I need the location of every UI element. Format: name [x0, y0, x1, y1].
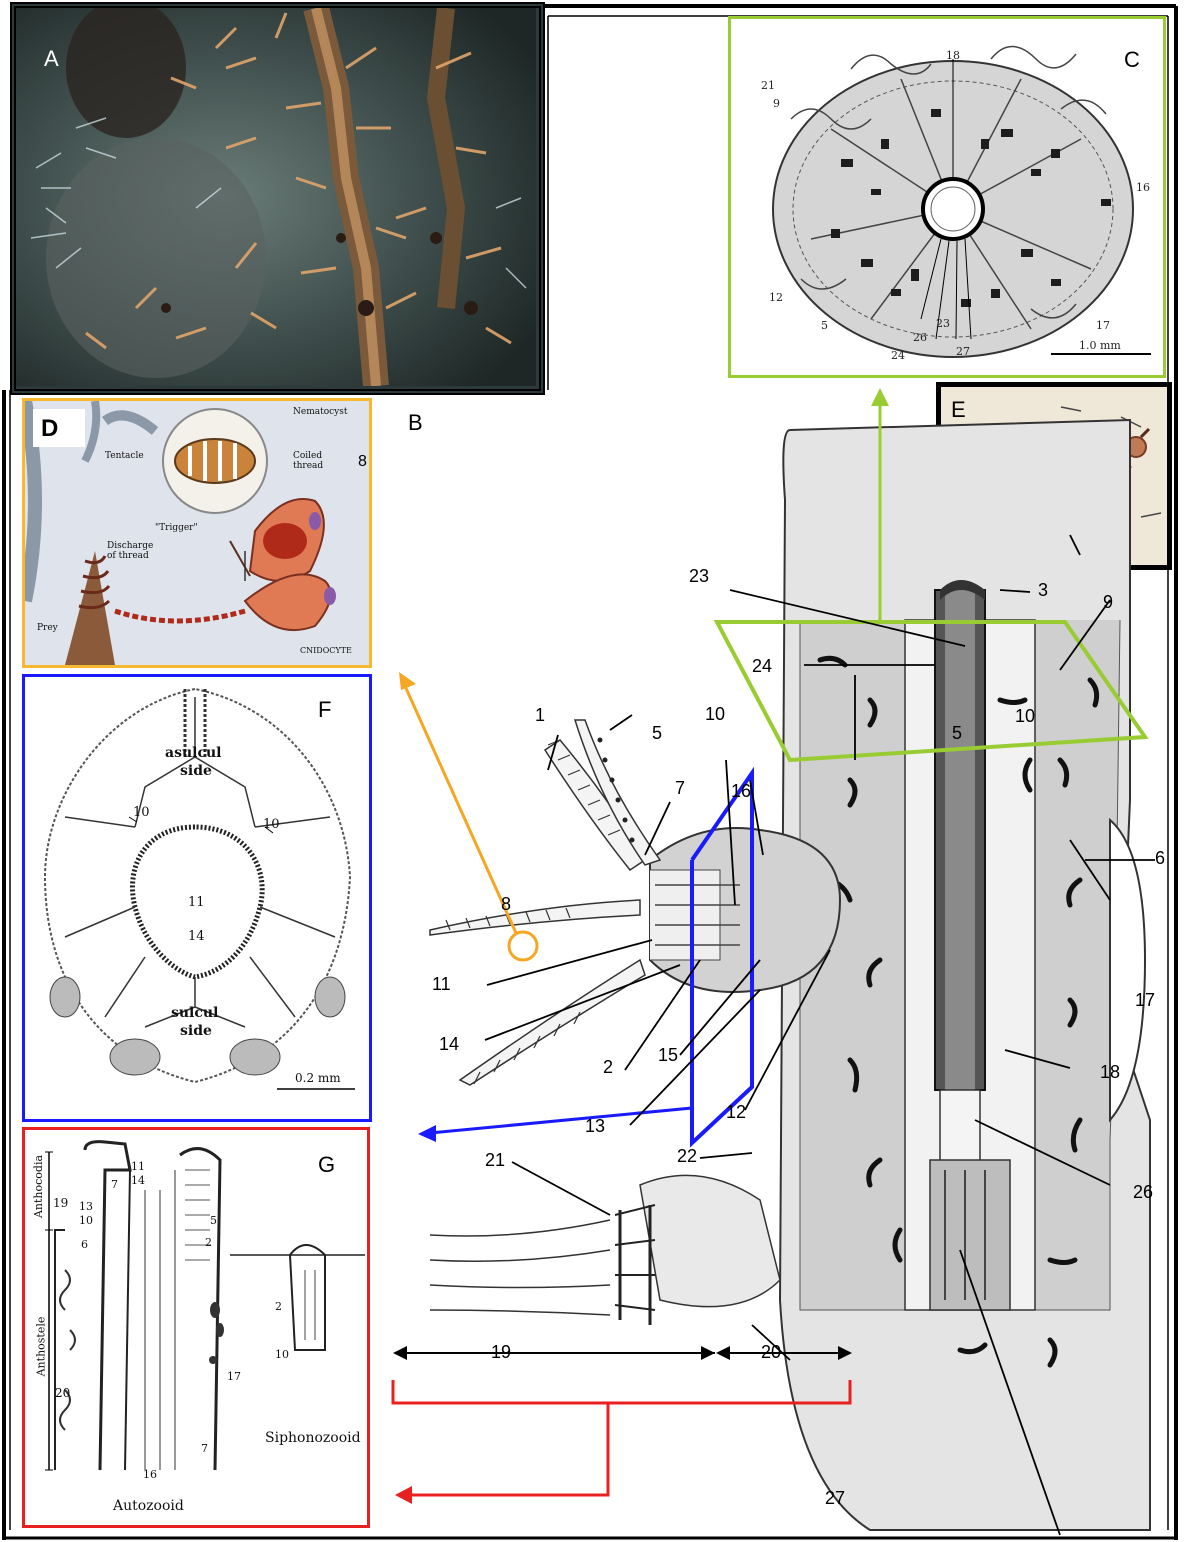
b-label-5: 5	[652, 723, 662, 744]
b-label-15: 15	[658, 1045, 678, 1066]
b-label-22: 22	[677, 1146, 697, 1167]
b-label-7: 7	[675, 778, 685, 799]
b-label-19: 19	[491, 1342, 511, 1363]
b-label-9: 9	[1103, 592, 1113, 613]
b-label-17: 17	[1135, 990, 1155, 1011]
b-label-18: 18	[1100, 1062, 1120, 1083]
b-label-21: 21	[485, 1150, 505, 1171]
b-label-14: 14	[439, 1034, 459, 1055]
b-label-24: 24	[752, 656, 772, 677]
panel-b-letter: B	[408, 410, 423, 436]
b-label-16: 16	[731, 781, 751, 802]
b-label-11: 11	[432, 974, 451, 995]
b-label-13: 13	[585, 1116, 605, 1137]
b-label-3: 3	[1038, 580, 1048, 601]
b-label-1: 1	[535, 705, 545, 726]
b-label-2: 2	[603, 1057, 613, 1078]
b-label-6: 6	[1155, 848, 1165, 869]
b-label-20: 20	[761, 1342, 781, 1363]
b-label-27: 27	[825, 1488, 845, 1509]
b-label-12: 12	[726, 1102, 746, 1123]
b-label-5b: 5	[952, 723, 962, 744]
b-label-10b: 10	[1015, 706, 1035, 727]
b-label-26: 26	[1133, 1182, 1153, 1203]
b-label-10: 10	[705, 704, 725, 725]
b-label-23: 23	[689, 566, 709, 587]
b-label-8: 8	[501, 894, 511, 915]
